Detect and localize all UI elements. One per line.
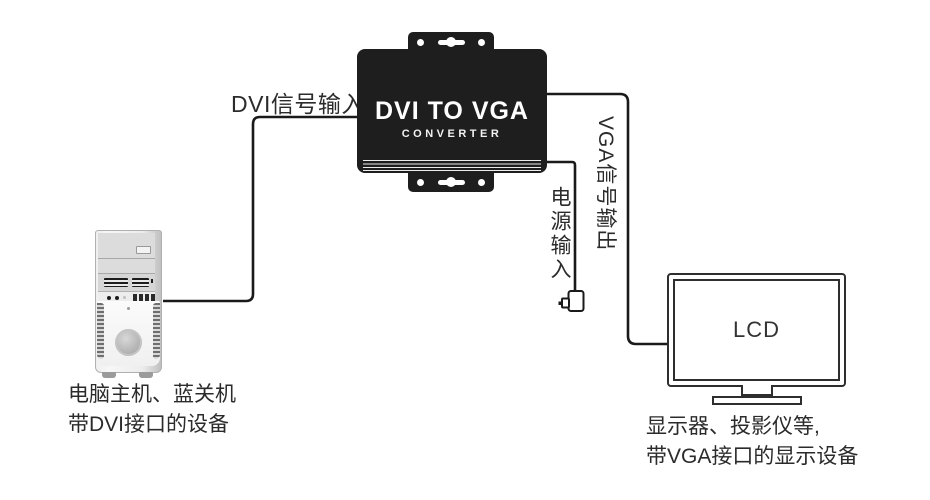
- converter-title: DVI TO VGA: [374, 97, 529, 125]
- screw-hole-icon: [478, 38, 485, 46]
- monitor-bezel: LCD: [667, 273, 846, 387]
- mounting-tab-top: [408, 32, 494, 52]
- vga-output-label: VGA信号输出: [594, 116, 617, 252]
- source-device-caption: 电脑主机、蓝关机 带DVI接口的设备: [68, 380, 236, 440]
- screen-label: LCD: [732, 317, 780, 342]
- brand-emblem-icon: [114, 329, 142, 356]
- dvi-cable: [163, 115, 357, 303]
- screw-hole-icon: [478, 178, 485, 186]
- caption-line: 带DVI接口的设备: [68, 413, 230, 436]
- screw-hole-icon: [417, 38, 424, 46]
- power-cable: [547, 160, 577, 291]
- power-plug-icon: [558, 290, 585, 312]
- slot-group-icon: [104, 278, 128, 287]
- converter-body: DVI TO VGA CONVERTER: [357, 49, 547, 173]
- vent-stripes: [363, 160, 541, 171]
- monitor-stand-neck: [741, 385, 773, 396]
- power-button-icon: [107, 296, 111, 300]
- display-device-caption: 显示器、投影仪等, 带VGA接口的显示设备: [646, 412, 858, 472]
- slot-tick-icon: [151, 279, 153, 283]
- tower-shell: [95, 230, 162, 373]
- caption-line: 电脑主机、蓝关机: [68, 383, 236, 406]
- usb-port-icon: [151, 294, 155, 302]
- monitor-screen: LCD: [673, 279, 840, 381]
- keyhole-slot-icon: [437, 37, 465, 47]
- usb-port-icon: [133, 294, 137, 302]
- usb-port-icon: [139, 294, 143, 302]
- power-input-label: 电源输入: [548, 186, 571, 282]
- screw-hole-icon: [417, 178, 424, 186]
- optical-drive-bay: [98, 233, 155, 259]
- drive-bays: [98, 233, 155, 304]
- slot-group-icon: [132, 278, 149, 287]
- dvi-input-label: DVI信号输入: [231, 91, 365, 117]
- converter-box: DVI TO VGA CONVERTER: [357, 32, 547, 192]
- vent-grille-icon: [153, 303, 160, 359]
- tower-front-panel: [97, 301, 160, 366]
- caption-line: 带VGA接口的显示设备: [646, 445, 859, 468]
- usb-port-icon: [145, 294, 149, 302]
- keyhole-slot-icon: [437, 177, 465, 187]
- card-reader-slots: [98, 274, 155, 292]
- converter-subtitle: CONVERTER: [401, 128, 503, 140]
- caption-line: 显示器、投影仪等,: [646, 415, 820, 438]
- eject-button-icon: [136, 246, 151, 254]
- computer-tower: [95, 230, 162, 378]
- lcd-monitor: LCD: [667, 273, 847, 406]
- vga-cable: [547, 92, 668, 346]
- reset-button-icon: [115, 296, 119, 300]
- panel-dot-icon: [126, 307, 130, 310]
- led-icon: [123, 296, 126, 299]
- tower-foot: [102, 372, 116, 378]
- tower-foot: [139, 372, 153, 378]
- mounting-tab-bottom: [408, 172, 494, 192]
- monitor-stand-base: [712, 396, 802, 405]
- vent-grille-icon: [97, 303, 104, 359]
- drive-bay: [98, 259, 155, 274]
